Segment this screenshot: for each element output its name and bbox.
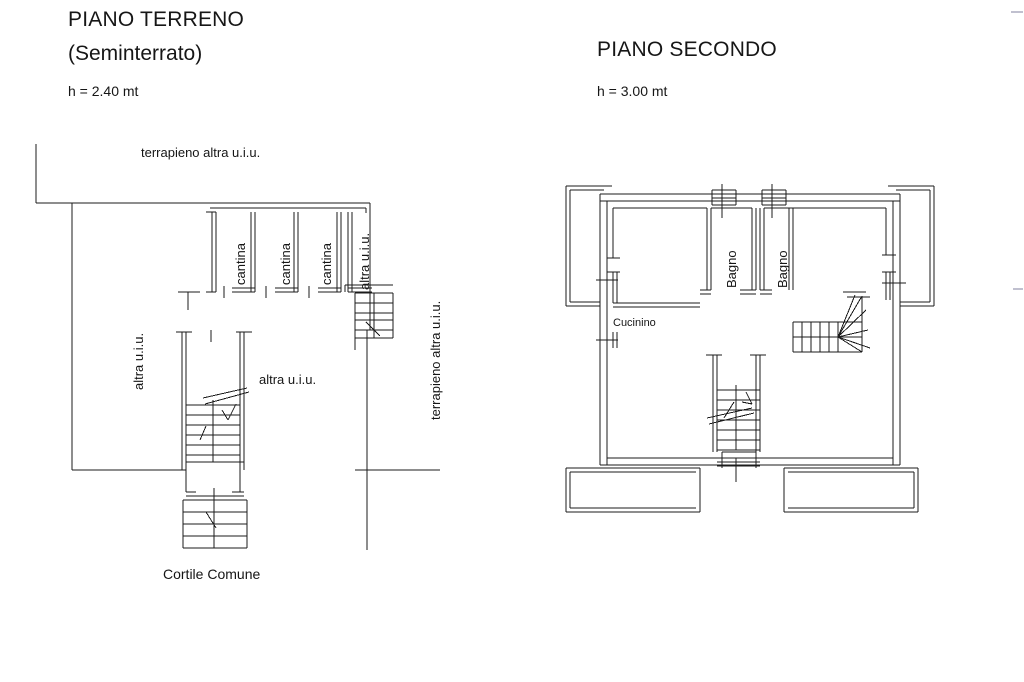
- right-plan-title: PIANO SECONDO: [597, 38, 777, 61]
- left-plan-title: PIANO TERRENO: [68, 8, 245, 31]
- edge-mark-right: [1013, 288, 1023, 290]
- label-terrapieno-top: terrapieno altra u.i.u.: [141, 145, 261, 160]
- label-cortile-comune: Cortile Comune: [163, 566, 261, 582]
- label-altra-uiu-center: altra u.i.u.: [259, 372, 317, 387]
- left-plan-subtitle: (Seminterrato): [68, 42, 203, 65]
- label-cucinino: Cucinino: [613, 317, 656, 329]
- edge-mark-top-right: [1011, 11, 1023, 13]
- right-plan-height-note: h = 3.00 mt: [597, 83, 668, 99]
- left-plan-height-note: h = 2.40 mt: [68, 83, 139, 99]
